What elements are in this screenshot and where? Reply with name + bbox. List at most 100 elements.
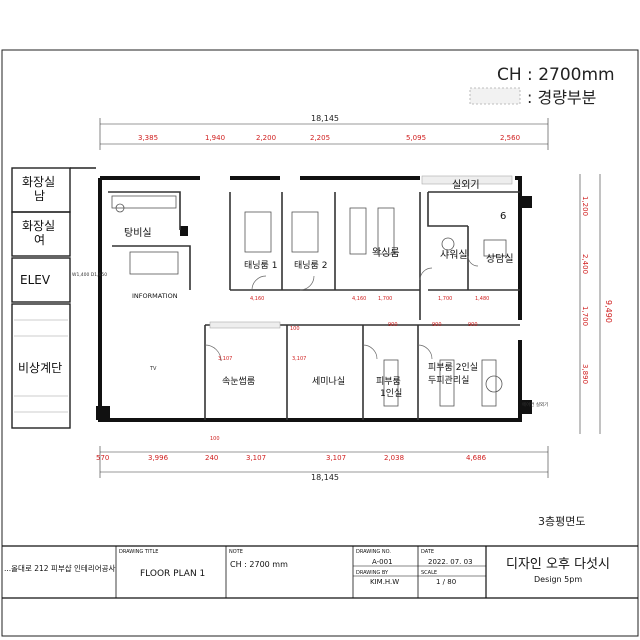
room-label-skin1: 피부룸 (376, 376, 401, 387)
dim-right-segment: 1,200 (581, 196, 589, 216)
room-label-shower: 샤워실 (440, 248, 468, 261)
drawing-title: FLOOR PLAN 1 (140, 569, 205, 579)
dim-top-segment: 2,205 (310, 134, 330, 142)
dim-inner-mark: 1,700 (438, 296, 452, 302)
dim-bottom-segment: 3,996 (148, 454, 169, 462)
room-label-tanning1: 태닝룸 1 (244, 260, 277, 271)
room-label-seminar: 세미나실 (312, 376, 345, 387)
room-label-elev: ELEV (20, 273, 51, 287)
interior-partitions (108, 191, 520, 420)
outdoor-unit-mark: 6 (500, 211, 506, 222)
info-desk (129, 251, 179, 275)
legend-hatch-swatch (469, 87, 521, 105)
dim-top-segment: 3,385 (138, 134, 158, 142)
date-value: 2022. 07. 03 (428, 558, 473, 566)
wax-bed-b (377, 207, 395, 255)
dim-inner-mark: 1,700 (378, 296, 392, 302)
room-label-toilet_m: 남 (34, 189, 45, 203)
dim-bottom-segment: 2,038 (384, 454, 404, 462)
elevator-size-note: W1,400 D1,650 (72, 272, 107, 278)
legend-label: : 경량부분 (527, 88, 596, 107)
dim-right-segment: 3,890 (581, 364, 589, 384)
drawing-no: A-001 (372, 558, 393, 566)
furniture (111, 195, 507, 407)
wax-bed-a (349, 207, 367, 255)
sheet-caption: 3층평면도 (538, 515, 585, 528)
dim-inner-mark: 100 (290, 326, 300, 332)
hvac-note: 에어컨 실외기 (522, 401, 548, 408)
scale-value: 1 / 80 (436, 578, 456, 586)
dim-bottom-segment: 4,686 (466, 454, 487, 462)
dim-inner-mark: 4,160 (352, 296, 366, 302)
room-label-stairs: 비상계단 (18, 361, 62, 375)
pantry-counter (111, 195, 177, 209)
light-partitions (209, 175, 513, 329)
note-value: CH : 2700 mm (230, 560, 288, 569)
dim-top-segment: 2,200 (256, 134, 276, 142)
dim-inner-mark: 900 (388, 322, 398, 328)
right-dimension-labels: 1,200 2,400 1,700 3,890 (581, 196, 589, 384)
project-name: ...올대로 212 피부샵 인테리어공사 (4, 563, 116, 573)
room-label-tanning2: 태닝룸 2 (294, 260, 327, 271)
drawing-no-head: DRAWING NO. (356, 549, 391, 555)
room-label-info: INFORMATION (132, 292, 178, 300)
dim-bottom-segment: 3,107 (246, 454, 266, 462)
dim-inner-mark: 900 (468, 322, 478, 328)
drawing-by: KIM.H.W (370, 578, 399, 586)
dim-bottom-segment: 570 (96, 454, 109, 462)
sanitary-fixtures (115, 203, 503, 393)
room-label-skin2: 피부룸 2인실 (428, 362, 478, 373)
dim-right-segment: 1,700 (581, 306, 589, 326)
dim-inner-mark: 3,107 (218, 356, 232, 362)
room-label-pantry: 탕비실 (124, 227, 152, 239)
skin-bed-2a (439, 359, 455, 407)
skin-bed-2b (481, 359, 497, 407)
note-head: NOTE (229, 549, 243, 555)
room-label-consult: 상담실 (486, 253, 514, 265)
room-label-outdoor: 실외기 (452, 179, 480, 191)
door-swings (204, 255, 479, 362)
dim-right-total: 9,490 (604, 300, 613, 323)
dim-top-segment: 2,560 (500, 134, 520, 142)
dim-inner-mark: 4,160 (250, 296, 264, 302)
ceiling-height-note: CH : 2700mm (497, 65, 615, 85)
drawing-title-head: DRAWING TITLE (119, 549, 158, 555)
dim-inner-mark: 900 (432, 322, 442, 328)
core-walls (11, 167, 96, 429)
room-label-skin1: 1인실 (380, 388, 402, 399)
room-label-brow: 속눈썹룸 (222, 376, 255, 387)
room-label-toilet_f: 화장실 (22, 219, 55, 233)
dimension-lines (99, 118, 601, 478)
room-label-skin2: 두피관리실 (428, 375, 469, 386)
title-block (2, 545, 638, 599)
tanning-bed-2 (291, 211, 319, 253)
dim-bottom-segment: 240 (205, 454, 218, 462)
tanning-bed-1 (244, 211, 272, 253)
consult-table (483, 239, 507, 257)
dim-inner-mark: 1,480 (475, 296, 489, 302)
sheet-border (1, 49, 639, 637)
exterior-walls (98, 176, 522, 422)
room-label-toilet_m: 화장실 (22, 175, 55, 189)
drawing-by-head: DRAWING BY (356, 570, 389, 576)
inner-dimension-labels: 1,700 1,700 1,480 4,160 4,160 900 900 900 100 100… (210, 296, 489, 442)
dim-inner-mark: 100 (210, 436, 220, 442)
dim-right-segment: 2,400 (581, 254, 589, 274)
dim-inner-mark: 3,107 (292, 356, 306, 362)
skin-bed-1 (383, 359, 399, 407)
room-label-wax: 왁싱룸 (372, 247, 400, 259)
scale-head: SCALE (421, 570, 437, 576)
company-name-en: Design 5pm (534, 575, 582, 584)
dim-overall-top: 18,145 (311, 114, 339, 123)
date-head: DATE (421, 549, 434, 555)
dim-top-segment: 5,095 (406, 134, 426, 142)
dim-overall-bottom: 18,145 (311, 473, 339, 482)
stair-treads (14, 319, 68, 413)
columns (96, 196, 532, 420)
tv-note: TV (149, 366, 157, 372)
company-name: 디자인 오후 다섯시 (506, 557, 610, 572)
